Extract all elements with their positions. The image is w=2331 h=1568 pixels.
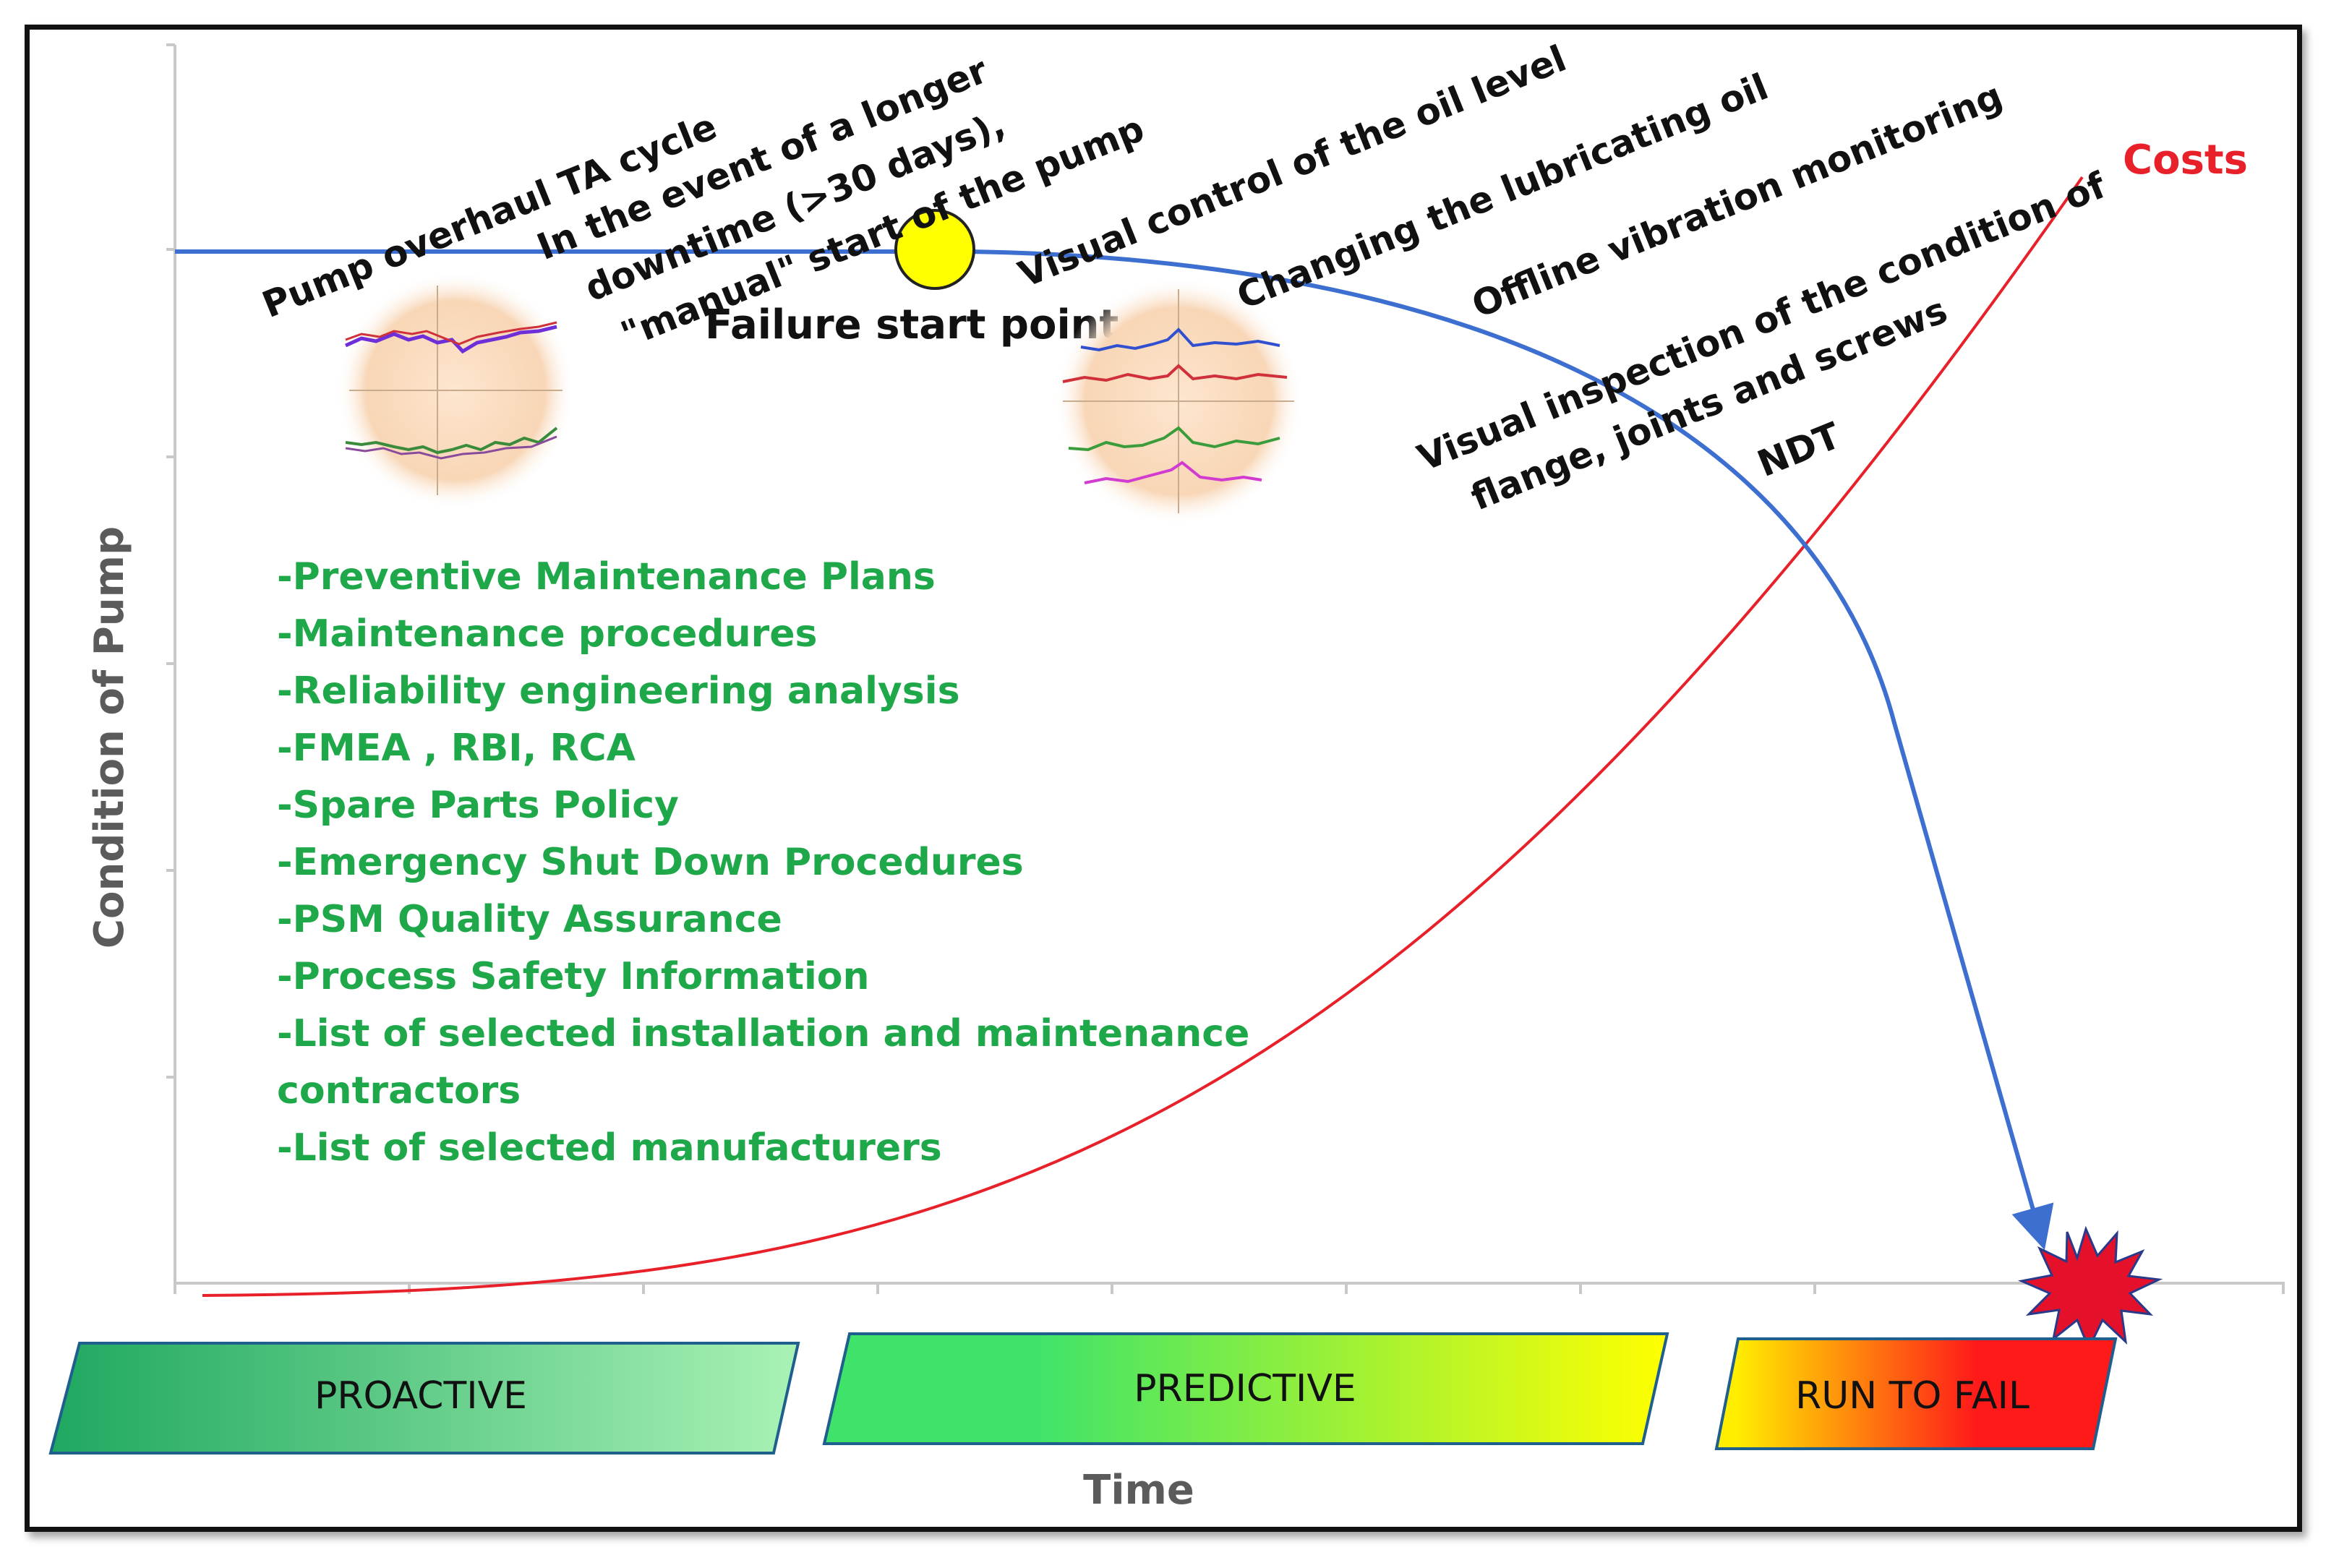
event-label-7-line-1: NDT	[1752, 414, 1847, 485]
proactive-item: -FMEA , RBI, RCA	[277, 727, 636, 770]
failure-start-marker	[894, 209, 975, 290]
costs-curve	[202, 176, 2084, 1297]
band-proactive: PROACTIVE	[48, 1342, 800, 1455]
proactive-item: -Emergency Shut Down Procedures	[277, 841, 1024, 884]
band-run-to-fail-label: RUN TO FAIL	[1795, 1374, 2030, 1418]
proactive-item: -Spare Parts Policy	[277, 784, 679, 827]
proactive-measures-list: -Preventive Maintenance Plans -Maintenanc…	[277, 555, 1249, 1170]
event-label-7: NDT	[1752, 414, 1847, 485]
vibration-chart-disc-2	[1054, 277, 1303, 526]
y-axis	[166, 43, 176, 1287]
condition-curve	[175, 249, 2054, 1251]
band-proactive-label: PROACTIVE	[315, 1374, 527, 1418]
band-predictive-label: PREDICTIVE	[1134, 1367, 1356, 1410]
proactive-item: -Preventive Maintenance Plans	[277, 555, 936, 599]
vibration-chart-disc-1	[336, 271, 575, 510]
failure-burst-icon	[2017, 1225, 2163, 1351]
proactive-item: -List of selected manufacturers	[277, 1126, 942, 1170]
proactive-item: -List of selected installation and maint…	[277, 1012, 1249, 1055]
x-axis-title: Time	[1083, 1467, 1194, 1514]
proactive-item: -PSM Quality Assurance	[277, 898, 782, 941]
proactive-item: -Reliability engineering analysis	[277, 669, 960, 713]
figure-frame	[25, 25, 2302, 1532]
proactive-item: -Maintenance procedures	[277, 612, 818, 656]
costs-label: Costs	[2123, 137, 2248, 184]
band-predictive: PREDICTIVE	[822, 1332, 1669, 1445]
band-run-to-fail: RUN TO FAIL	[1714, 1337, 2118, 1450]
y-axis-title: Condition of Pump	[86, 526, 133, 948]
failure-start-label: Failure start point	[705, 301, 1119, 348]
proactive-item: -Process Safety Information	[277, 955, 870, 998]
proactive-item: contractors	[277, 1069, 521, 1113]
